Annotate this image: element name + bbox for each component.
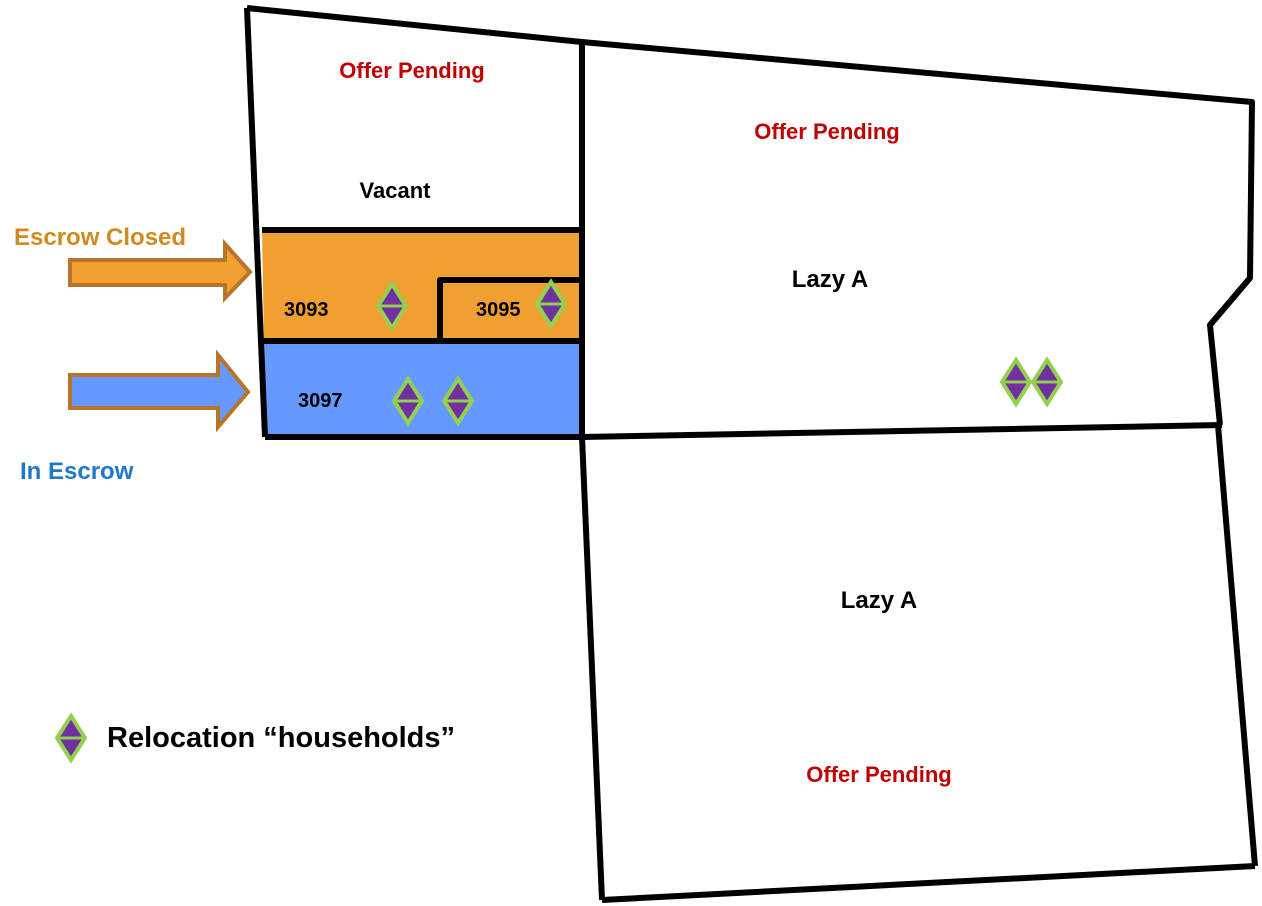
lot-3095-number: 3095 xyxy=(476,299,521,321)
household-icon xyxy=(1031,358,1063,406)
lot-3093-number: 3093 xyxy=(284,299,329,321)
relocation-household-icon xyxy=(55,714,87,762)
legend-label: Relocation “households” xyxy=(107,722,455,754)
parcel-boundaries xyxy=(244,5,1258,903)
escrow-closed-label: Escrow Closed xyxy=(14,224,186,251)
lot-3093-fill xyxy=(262,230,582,340)
household-icon xyxy=(1000,358,1032,406)
top-left-status: Offer Pending xyxy=(339,58,484,83)
bottom-right-label: Lazy A xyxy=(841,587,917,614)
in-escrow-label: In Escrow xyxy=(20,458,134,485)
lot-3097-fill xyxy=(264,344,582,438)
lot-3097-number: 3097 xyxy=(298,390,343,412)
top-left-label: Vacant xyxy=(360,178,432,203)
bottom-right-status: Offer Pending xyxy=(806,762,951,787)
in-escrow-arrow xyxy=(68,349,251,433)
top-right-label: Lazy A xyxy=(792,266,868,293)
top-right-status: Offer Pending xyxy=(754,119,899,144)
escrow-closed-arrow xyxy=(68,238,253,303)
